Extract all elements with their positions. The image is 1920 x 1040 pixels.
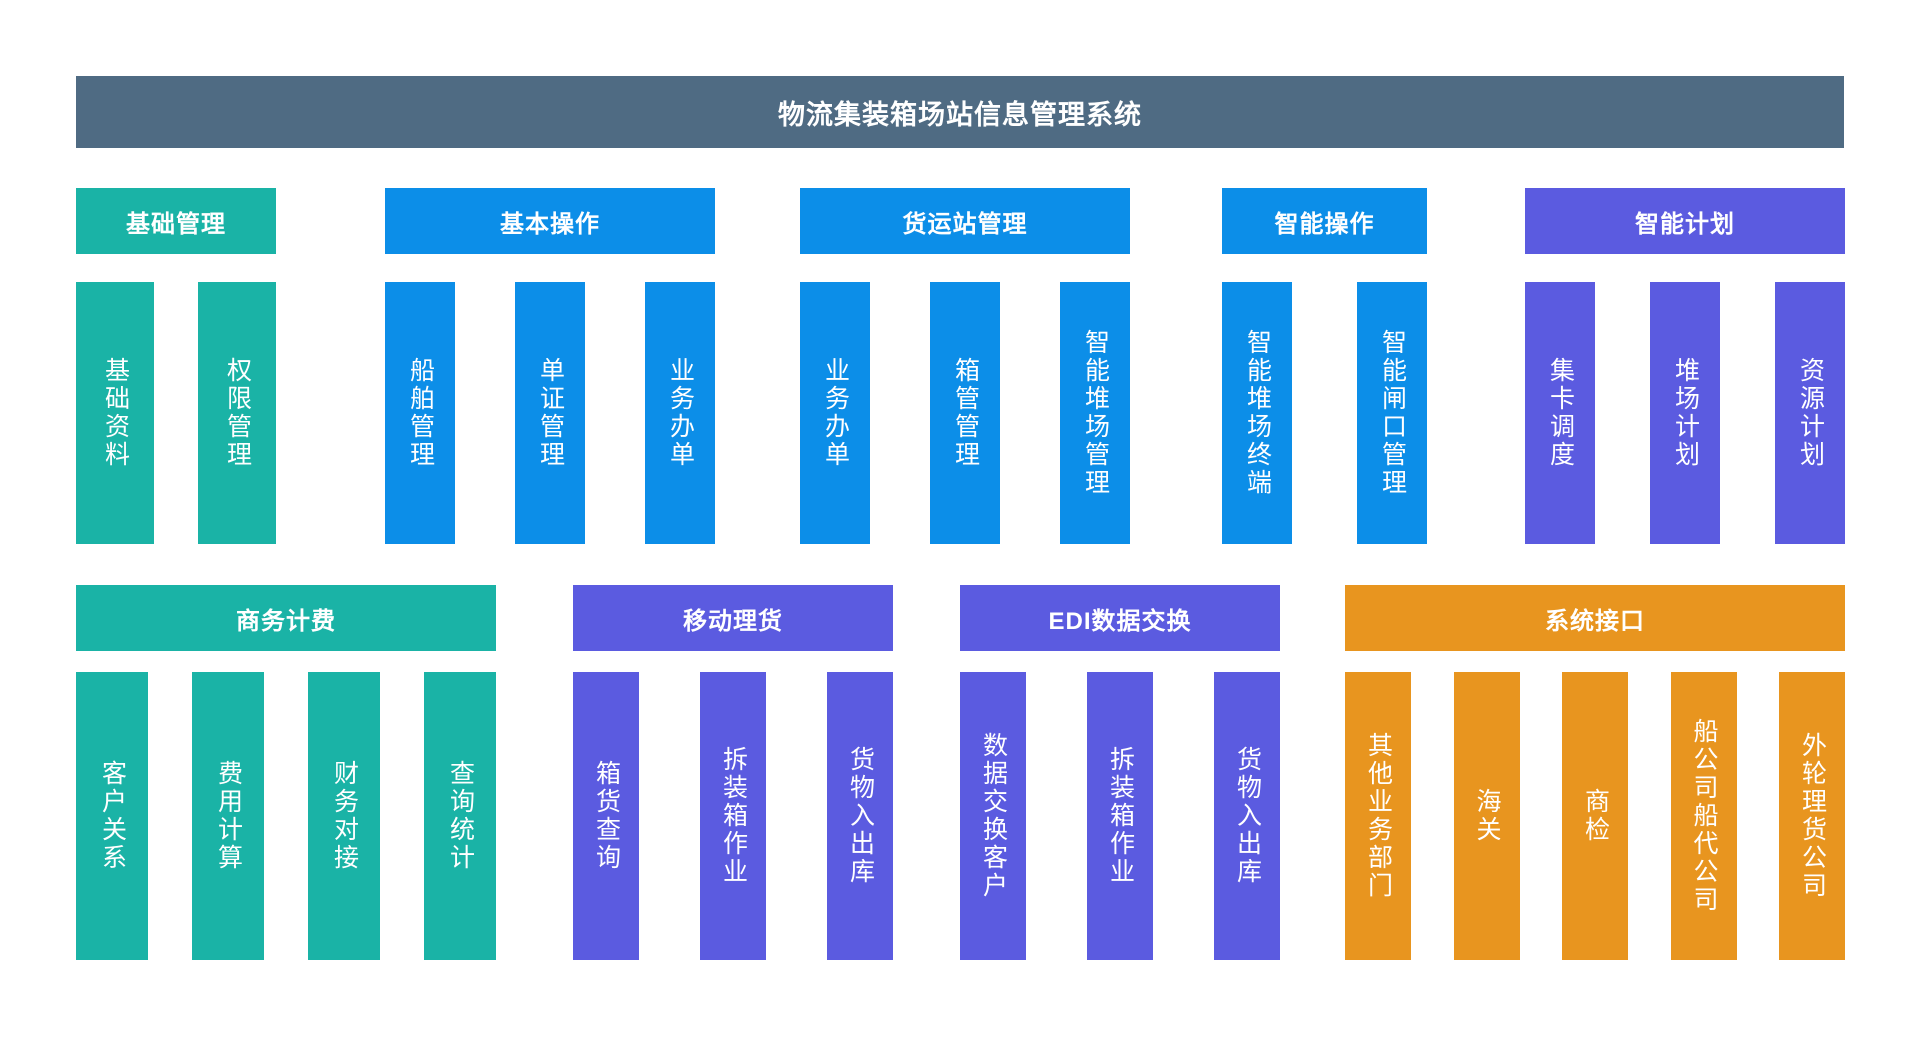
group-items-shangwu-jifei: 客户关系 费用计算 财务对接 查询统计 (76, 672, 496, 960)
group-edi-shuju-jiaohuan: EDI数据交换数据交换客户 拆装箱作业 货物入出库 (960, 585, 1280, 960)
group-items-jichu-guanli: 基础资料 权限管理 (76, 282, 276, 544)
group-header-label: 基础管理 (126, 210, 226, 238)
group-header-jiben-caozuo[interactable]: 基本操作 (385, 188, 715, 254)
group-header-label: 智能计划 (1635, 210, 1735, 238)
item-label: 其他业务部门 (1364, 732, 1393, 900)
item-edi-shuju-jiaohuan-0[interactable]: 数据交换客户 (960, 672, 1026, 960)
group-header-xitong-jiekou[interactable]: 系统接口 (1345, 585, 1845, 651)
item-label: 船舶管理 (406, 357, 435, 469)
item-label: 智能堆场终端 (1243, 329, 1272, 497)
group-items-xitong-jiekou: 其他业务部门 海关 商检 船公司船代公司 外轮理货公司 (1345, 672, 1845, 960)
item-huoyunzhan-guanli-2[interactable]: 智能堆场管理 (1060, 282, 1130, 544)
group-items-yidong-lihuo: 箱货查询 拆装箱作业 货物入出库 (573, 672, 893, 960)
group-jichu-guanli: 基础管理基础资料 权限管理 (76, 188, 276, 544)
item-label: 查询统计 (446, 760, 475, 872)
group-header-edi-shuju-jiaohuan[interactable]: EDI数据交换 (960, 585, 1280, 651)
group-items-huoyunzhan-guanli: 业务办单 箱管管理 智能堆场管理 (800, 282, 1130, 544)
item-label: 货物入出库 (1233, 746, 1262, 886)
item-label: 集卡调度 (1546, 357, 1575, 469)
item-label: 拆装箱作业 (719, 746, 748, 886)
item-yidong-lihuo-1[interactable]: 拆装箱作业 (700, 672, 766, 960)
item-xitong-jiekou-0[interactable]: 其他业务部门 (1345, 672, 1411, 960)
item-jiben-caozuo-2[interactable]: 业务办单 (645, 282, 715, 544)
item-label: 业务办单 (666, 357, 695, 469)
item-jiben-caozuo-0[interactable]: 船舶管理 (385, 282, 455, 544)
group-header-huoyunzhan-guanli[interactable]: 货运站管理 (800, 188, 1130, 254)
item-shangwu-jifei-1[interactable]: 费用计算 (192, 672, 264, 960)
item-label: 业务办单 (821, 357, 850, 469)
item-huoyunzhan-guanli-0[interactable]: 业务办单 (800, 282, 870, 544)
item-yidong-lihuo-0[interactable]: 箱货查询 (573, 672, 639, 960)
item-label: 智能堆场管理 (1081, 329, 1110, 497)
item-xitong-jiekou-3[interactable]: 船公司船代公司 (1670, 672, 1737, 960)
item-jiben-caozuo-1[interactable]: 单证管理 (515, 282, 585, 544)
group-header-jichu-guanli[interactable]: 基础管理 (76, 188, 276, 254)
group-jiben-caozuo: 基本操作船舶管理 单证管理 业务办单 (385, 188, 715, 544)
group-header-label: 移动理货 (683, 607, 783, 635)
item-huoyunzhan-guanli-1[interactable]: 箱管管理 (930, 282, 1000, 544)
group-huoyunzhan-guanli: 货运站管理业务办单 箱管管理 智能堆场管理 (800, 188, 1130, 544)
item-label: 海关 (1473, 788, 1501, 844)
item-label: 拆装箱作业 (1106, 746, 1135, 886)
group-header-yidong-lihuo[interactable]: 移动理货 (573, 585, 893, 651)
item-jichu-guanli-0[interactable]: 基础资料 (76, 282, 154, 544)
item-label: 基础资料 (101, 357, 130, 469)
group-yidong-lihuo: 移动理货箱货查询 拆装箱作业 货物入出库 (573, 585, 893, 960)
item-label: 商检 (1581, 788, 1610, 844)
item-xitong-jiekou-1[interactable]: 海关 (1453, 672, 1520, 960)
item-xitong-jiekou-4[interactable]: 外轮理货公司 (1779, 672, 1845, 960)
group-header-label: 基本操作 (500, 210, 600, 238)
group-header-label: 智能操作 (1274, 210, 1375, 238)
group-zhineng-jihua: 智能计划集卡调度 堆场计划 资源计划 (1525, 188, 1845, 544)
item-label: 费用计算 (214, 760, 243, 872)
group-xitong-jiekou: 系统接口其他业务部门 海关 商检 船公司船代公司 外轮理货公司 (1345, 585, 1845, 960)
item-edi-shuju-jiaohuan-2[interactable]: 货物入出库 (1214, 672, 1280, 960)
system-title-bar: 物流集装箱场站信息管理系统 (76, 76, 1844, 148)
item-label: 箱货查询 (592, 760, 621, 872)
group-header-label: 系统接口 (1545, 607, 1645, 635)
group-zhineng-caozuo: 智能操作智能堆场终端 智能闸口管理 (1222, 188, 1427, 544)
group-items-edi-shuju-jiaohuan: 数据交换客户 拆装箱作业 货物入出库 (960, 672, 1280, 960)
item-yidong-lihuo-2[interactable]: 货物入出库 (827, 672, 893, 960)
group-header-shangwu-jifei[interactable]: 商务计费 (76, 585, 496, 651)
item-label: 外轮理货公司 (1798, 732, 1827, 900)
item-label: 数据交换客户 (979, 732, 1008, 900)
item-label: 资源计划 (1796, 357, 1825, 469)
item-label: 堆场计划 (1671, 357, 1700, 469)
item-shangwu-jifei-2[interactable]: 财务对接 (308, 672, 380, 960)
group-items-jiben-caozuo: 船舶管理 单证管理 业务办单 (385, 282, 715, 544)
item-zhineng-caozuo-1[interactable]: 智能闸口管理 (1357, 282, 1427, 544)
item-label: 权限管理 (223, 357, 252, 469)
item-zhineng-caozuo-0[interactable]: 智能堆场终端 (1222, 282, 1292, 544)
item-label: 智能闸口管理 (1378, 329, 1407, 497)
group-header-label: 货运站管理 (902, 210, 1028, 238)
group-header-label: EDI数据交换 (1048, 607, 1192, 635)
group-header-zhineng-caozuo[interactable]: 智能操作 (1222, 188, 1427, 254)
item-label: 财务对接 (330, 760, 359, 872)
group-items-zhineng-jihua: 集卡调度 堆场计划 资源计划 (1525, 282, 1845, 544)
group-items-zhineng-caozuo: 智能堆场终端 智能闸口管理 (1222, 282, 1427, 544)
item-label: 货物入出库 (846, 746, 875, 886)
item-jichu-guanli-1[interactable]: 权限管理 (198, 282, 276, 544)
group-header-label: 商务计费 (236, 607, 336, 635)
item-label: 单证管理 (536, 357, 565, 469)
item-edi-shuju-jiaohuan-1[interactable]: 拆装箱作业 (1087, 672, 1153, 960)
item-zhineng-jihua-0[interactable]: 集卡调度 (1525, 282, 1595, 544)
item-label: 客户关系 (98, 760, 127, 872)
page-title: 物流集装箱场站信息管理系统 (778, 99, 1142, 130)
item-label: 船公司船代公司 (1690, 718, 1718, 914)
item-zhineng-jihua-2[interactable]: 资源计划 (1775, 282, 1845, 544)
item-xitong-jiekou-2[interactable]: 商检 (1562, 672, 1628, 960)
item-shangwu-jifei-0[interactable]: 客户关系 (76, 672, 148, 960)
item-shangwu-jifei-3[interactable]: 查询统计 (424, 672, 496, 960)
group-shangwu-jifei: 商务计费客户关系 费用计算 财务对接 查询统计 (76, 585, 496, 960)
group-header-zhineng-jihua[interactable]: 智能计划 (1525, 188, 1845, 254)
item-zhineng-jihua-1[interactable]: 堆场计划 (1650, 282, 1720, 544)
item-label: 箱管管理 (951, 357, 980, 469)
